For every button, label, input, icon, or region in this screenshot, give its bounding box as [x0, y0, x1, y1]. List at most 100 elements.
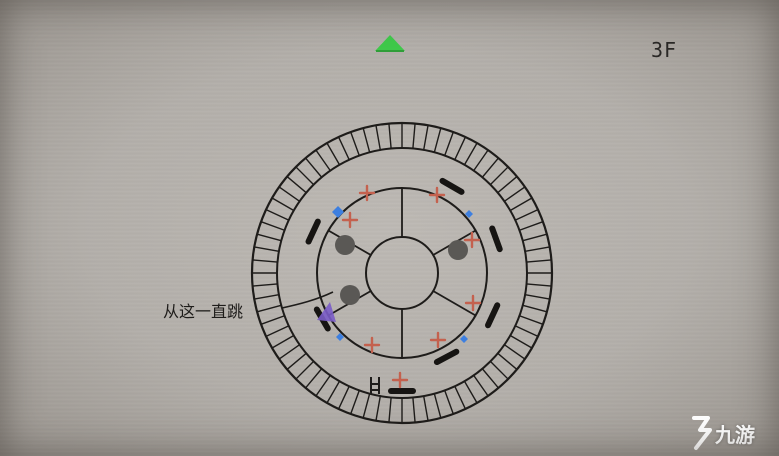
floor-label: 3F	[651, 38, 678, 62]
walkway-rung	[271, 197, 295, 212]
walkway-rung	[278, 186, 301, 203]
walkway-inner-edge	[276, 147, 528, 399]
walkway-rung	[412, 122, 416, 150]
direction-arrows	[341, 184, 482, 389]
boulder	[335, 235, 355, 255]
direction-arrow	[463, 231, 481, 249]
walkway-rung	[271, 334, 295, 349]
player-position-icon	[317, 302, 336, 322]
walkway-rung	[251, 259, 279, 263]
walkway-rung	[518, 220, 544, 231]
walkway-rung	[514, 325, 539, 338]
walkway-rung	[472, 149, 489, 172]
walkway-rung	[481, 157, 500, 178]
walkway-rung	[375, 124, 381, 151]
watermark-logo-icon	[692, 416, 712, 450]
watermark: 九游	[690, 416, 755, 450]
walkway-rung	[286, 175, 307, 194]
walkway-rung	[522, 233, 548, 242]
walkway-rung	[295, 360, 315, 380]
walkway-rung	[509, 197, 533, 212]
walkway-rung	[524, 294, 551, 300]
walkway-rung	[315, 149, 332, 172]
walkway-rung	[295, 166, 315, 186]
jump-annotation: 从这一直跳	[163, 302, 244, 321]
walkway-rung	[514, 208, 539, 221]
walkway-rung	[423, 124, 429, 151]
room-divider	[432, 290, 477, 317]
blue-marker	[465, 210, 473, 218]
walkway-rung	[444, 131, 455, 157]
direction-arrow	[358, 184, 376, 202]
walkway-rung	[503, 343, 526, 360]
annotation-leader	[281, 291, 334, 309]
walkway-rung	[497, 352, 518, 371]
walkway-rung	[337, 136, 350, 161]
boulders	[335, 235, 468, 305]
walkway-rung	[503, 186, 526, 203]
walkway-rung	[489, 166, 509, 186]
walkway-rung	[362, 127, 371, 153]
direction-arrow	[428, 186, 446, 204]
walkway-rung	[509, 334, 533, 349]
walkway-rung	[454, 385, 467, 410]
walkway-rung	[326, 142, 341, 166]
direction-arrow	[391, 371, 409, 389]
walkway-rung	[286, 352, 307, 371]
walkway-rung	[433, 393, 442, 419]
walkway-rung	[454, 136, 467, 161]
walkway-rung	[260, 220, 286, 231]
walkway-rung	[518, 315, 544, 326]
blue-marker	[336, 333, 344, 341]
walkway-rung	[472, 374, 489, 397]
walkway-rung	[362, 393, 371, 419]
blue-marker	[460, 335, 468, 343]
walkway-rung	[489, 360, 509, 380]
walkway-rung	[265, 208, 290, 221]
walkway-rung	[433, 127, 442, 153]
walkway-rung	[412, 396, 416, 424]
walkway-rung	[522, 304, 548, 313]
platform	[439, 177, 465, 195]
walkway-rung	[524, 246, 551, 252]
walkway-rung	[388, 396, 392, 424]
platform	[489, 225, 503, 253]
walkway-rung	[304, 368, 323, 389]
boulder	[448, 240, 468, 260]
direction-arrow	[363, 336, 381, 354]
walkway-rung	[278, 343, 301, 360]
walkway-rung	[349, 389, 360, 415]
ladder-icon	[370, 377, 380, 394]
walkway-rung	[256, 304, 282, 313]
watermark-text: 九游	[715, 422, 755, 447]
walkway-rung	[253, 246, 280, 252]
walkway-rung	[349, 131, 360, 157]
walkway-rung	[253, 294, 280, 300]
walkway-rung	[256, 233, 282, 242]
walkway-rung	[525, 259, 553, 263]
walkway-rung	[525, 283, 553, 287]
walkway-rung	[463, 380, 478, 404]
walkway-rung	[304, 157, 323, 178]
platform	[484, 302, 501, 329]
walkway-rung	[337, 385, 350, 410]
blue-markers	[332, 206, 473, 343]
boulder	[340, 285, 360, 305]
walkway-rung	[260, 315, 286, 326]
walkway-rung	[444, 389, 455, 415]
walkway-rung	[497, 175, 518, 194]
tower-layout	[250, 121, 554, 425]
walkway-rung	[388, 122, 392, 150]
platform	[433, 348, 460, 366]
walkway-rung	[423, 395, 429, 422]
walkway-rung	[481, 368, 500, 389]
walkway-rungs	[251, 122, 553, 424]
central-pillar	[365, 236, 439, 310]
walkway-rung	[265, 325, 290, 338]
platform	[305, 218, 321, 245]
direction-arrow	[464, 294, 482, 312]
blue-marker	[332, 206, 344, 218]
